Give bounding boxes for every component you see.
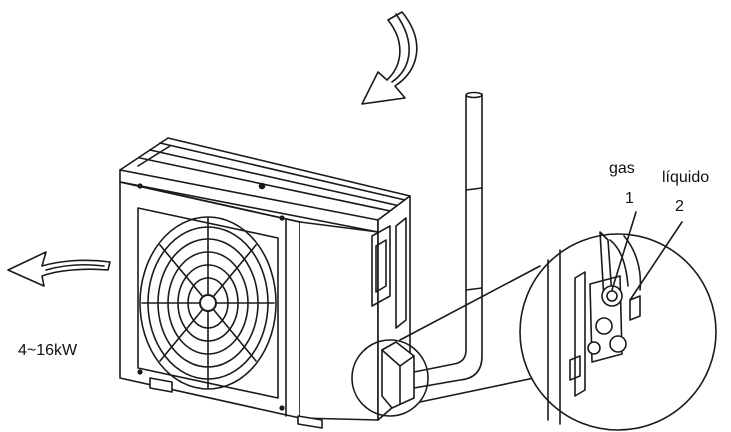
liquid-label: líquido bbox=[662, 169, 710, 186]
callout-number-2: 2 bbox=[675, 198, 684, 215]
refrigerant-pipe bbox=[413, 91, 483, 389]
detail-magnifier bbox=[351, 233, 717, 431]
airflow-out-arrow-icon bbox=[7, 251, 111, 287]
unit-top-panel bbox=[119, 137, 411, 233]
gas-label: gas bbox=[609, 160, 635, 177]
valve-cover bbox=[381, 341, 415, 409]
fan-grille-icon bbox=[137, 207, 279, 399]
power-range-label: 4~16kW bbox=[18, 342, 78, 359]
unit-feet bbox=[149, 377, 323, 429]
valve-detail bbox=[547, 211, 683, 425]
airflow-in-arrow-icon bbox=[361, 11, 418, 105]
callout-number-1: 1 bbox=[625, 190, 634, 207]
